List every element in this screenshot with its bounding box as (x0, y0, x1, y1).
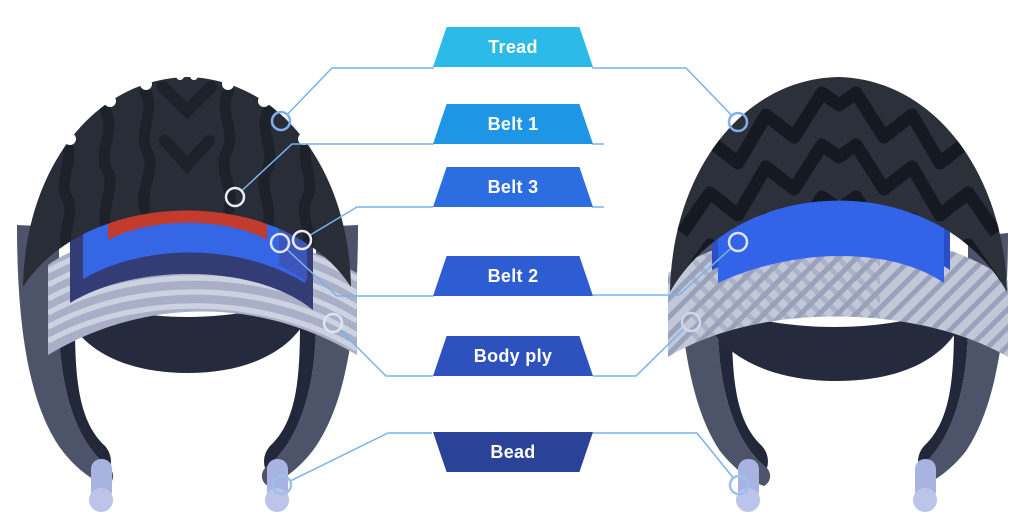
sidewall-left-outer (17, 225, 114, 486)
label-belt2: Belt 2 (433, 256, 593, 296)
label-belt3: Belt 3 (433, 167, 593, 207)
left-tire-interior-cavity (61, 287, 314, 373)
right-tire-interior-cavity (702, 297, 966, 381)
bead-cylinder-cap (913, 488, 937, 512)
tread-edge-sipes (64, 72, 310, 145)
bead-cylinder-cap (89, 488, 113, 512)
belt-blue-layer (718, 198, 944, 283)
label-belt1: Belt 1 (433, 104, 593, 144)
tread-edge-nicks (797, 75, 960, 111)
right-tire-illustration (668, 75, 1008, 512)
label-tread: Tread (433, 27, 593, 67)
label-bodyply: Body ply (433, 336, 593, 376)
label-bead: Bead (433, 432, 593, 472)
